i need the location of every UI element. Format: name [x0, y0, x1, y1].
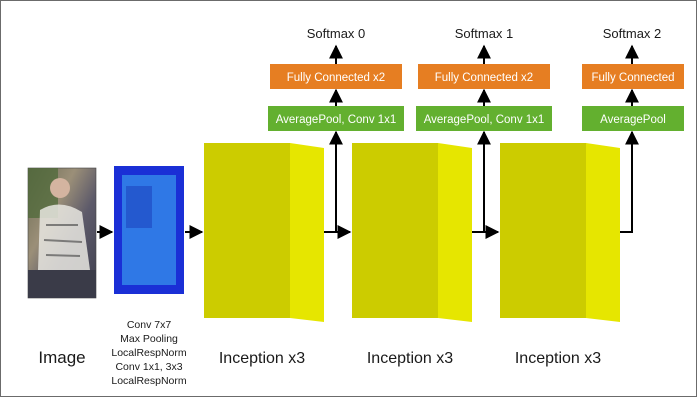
softmax-label-0: Softmax 0 — [307, 26, 366, 41]
softmax-label-1: Softmax 1 — [455, 26, 514, 41]
pool-label-2: AveragePool — [600, 114, 666, 126]
fc-label-1: Fully Connected x2 — [435, 72, 533, 84]
inception-block-1 — [204, 143, 324, 322]
stem-line-1: Max Pooling — [120, 333, 178, 345]
inception-block-3 — [500, 143, 620, 322]
head-1: AveragePool, Conv 1x1 Fully Connected x2… — [416, 26, 552, 131]
input-photo — [27, 167, 97, 299]
inception-label-1: Inception x3 — [219, 350, 305, 367]
pool-box-1 — [416, 106, 552, 131]
fc-box-0 — [270, 64, 402, 89]
flow-arrows — [97, 44, 639, 239]
pool-box-2 — [582, 106, 684, 131]
stem-description: Conv 7x7 Max Pooling LocalRespNorm Conv … — [111, 319, 187, 387]
fc-label-2: Fully Connected — [591, 72, 674, 84]
fc-label-0: Fully Connected x2 — [287, 72, 385, 84]
inception-label-3: Inception x3 — [515, 350, 601, 367]
pool-label-0: AveragePool, Conv 1x1 — [276, 114, 397, 126]
stem-line-3: Conv 1x1, 3x3 — [115, 361, 182, 373]
pool-label-1: AveragePool, Conv 1x1 — [424, 114, 545, 126]
inception-block-2 — [352, 143, 472, 322]
softmax-label-2: Softmax 2 — [603, 26, 662, 41]
stem-line-2: LocalRespNorm — [111, 347, 187, 359]
stem-line-4: LocalRespNorm — [111, 375, 187, 387]
head-0: AveragePool, Conv 1x1 Fully Connected x2… — [268, 26, 404, 131]
inception-label-2: Inception x3 — [367, 350, 453, 367]
stem-line-0: Conv 7x7 — [127, 319, 172, 331]
image-label: Image — [38, 348, 85, 367]
stem-block — [114, 166, 184, 294]
pool-box-0 — [268, 106, 404, 131]
fc-box-1 — [418, 64, 550, 89]
head-2: AveragePool Fully Connected Softmax 2 — [582, 26, 684, 131]
fc-box-2 — [582, 64, 684, 89]
